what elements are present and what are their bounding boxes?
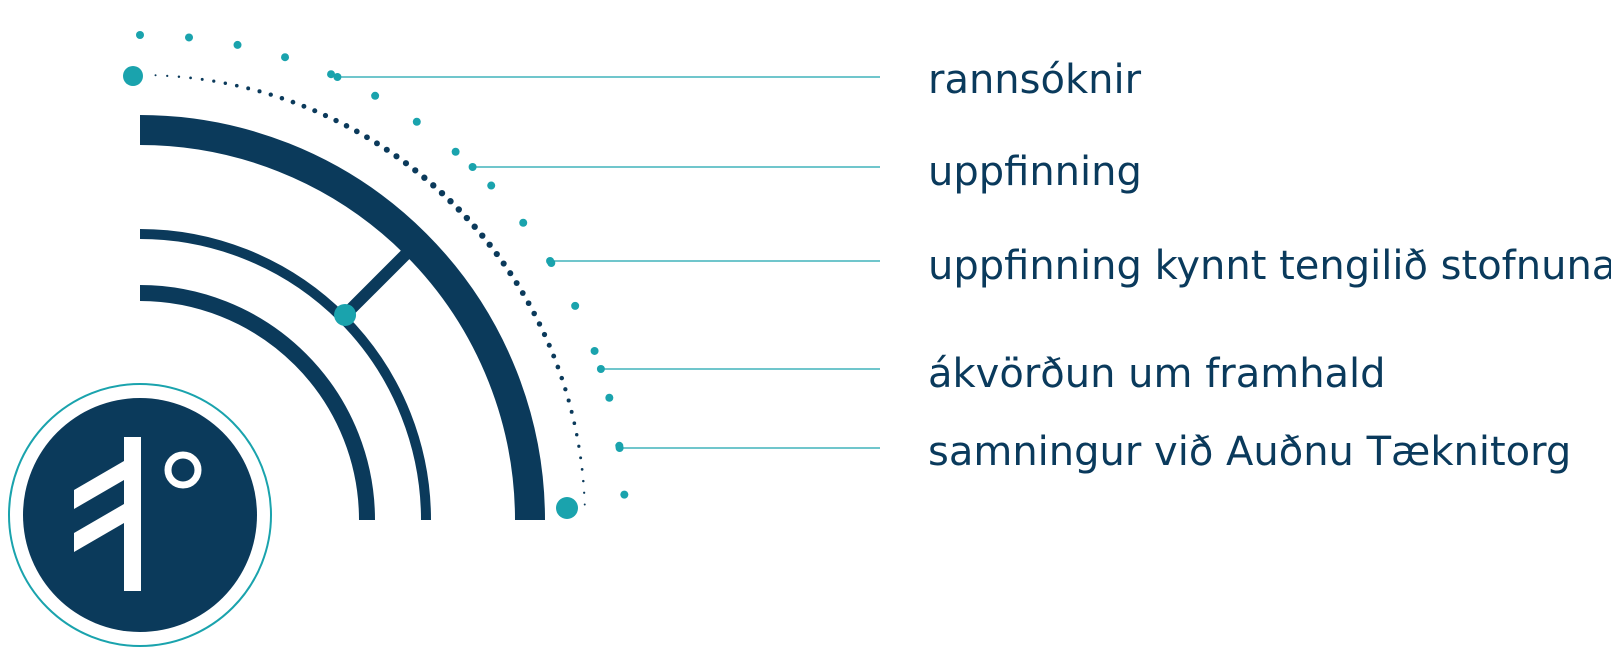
leader-lines [333,73,880,452]
outer-arc-dot [233,40,242,49]
outer-arc-dot [519,218,528,227]
end-node [556,497,578,519]
inner-arc-dot [566,398,571,403]
inner-arc-dot [563,387,568,392]
inner-arc-dot [353,128,360,135]
inner-arc-dot [154,74,157,77]
inner-arc-dot [455,206,462,213]
inner-arc-dot [507,270,514,277]
outer-arc-dot [412,117,421,126]
inner-arc-dot [447,198,454,205]
inner-arc-dot [189,76,192,80]
logo-badge [8,383,272,647]
inner-arc-dot [531,310,537,317]
outer-arc-dot [620,490,629,499]
inner-arc-dot [493,250,500,258]
stage-label-invention: uppfinning [928,149,1142,195]
outer-arc-dot [136,31,144,39]
inner-arc-dot [257,89,262,94]
inner-arc-dot [546,342,552,348]
inner-arc-dot [393,153,400,160]
inner-arc-dot [569,409,574,414]
inner-arc-dot [246,86,251,91]
inner-arc-dot [577,444,581,448]
inner-arc-dot [223,81,228,85]
inner-arc-dot [525,300,532,307]
inner-arc-dot [583,491,586,494]
inner-arc-dot [541,331,548,338]
inner-arc-dot [579,456,583,460]
inner-arc-dot [383,146,390,153]
thick-arc [139,115,545,521]
outer-arc-dot [590,346,599,355]
outer-arc-dot [371,91,380,100]
inner-arc-dot [421,174,428,181]
inner-arc-dot [279,95,285,101]
outer-arc-dot [605,393,614,402]
inner-arc-dot [312,108,318,114]
inner-arc-dot [343,123,350,129]
inner-arc-dot [402,160,410,167]
stage-label-decision: ákvörðun um framhald [928,351,1386,397]
logo-degree-icon [164,451,202,489]
connector-node [334,303,357,326]
inner-arc-dot [583,503,586,506]
leader-anchor-dot [596,365,605,373]
arc-connector [340,243,417,320]
outer-arc-dot [327,70,336,79]
leader-anchor-dot [333,73,342,81]
logo-ring [8,383,272,647]
leader-anchor-dot [546,257,555,265]
inner-arc-dot [412,167,419,174]
inner-arc-dot [500,260,507,267]
inner-arc-dot [301,103,307,109]
start-node [123,66,143,86]
outer-arc-dot [185,33,194,42]
inner-arc-dot [559,375,565,381]
inner-arc-dot [582,479,585,483]
leader-anchor-dot [615,444,624,452]
inner-arc-dot [268,92,273,97]
inner-arc-dot [200,77,204,81]
inner-arc-dot [536,321,543,327]
stage-label-agreement: samningur við Auðnu Tæknitorg [928,429,1572,475]
inner-arc-dot [513,280,520,286]
outer-arc-dot [281,53,290,62]
inner-arc-dot [364,134,370,141]
outer-arc-dot [451,147,460,156]
leader-anchor-dot [468,163,477,171]
inner-arc-dot [463,214,471,222]
inner-arc-dot [290,99,296,105]
inner-arc-dot [486,241,493,248]
inner-arc-dot [333,117,339,124]
inner-arc-dot [166,74,169,77]
inner-arc-dot [374,140,380,147]
inner-arc-dot [438,189,446,197]
inner-arc [139,285,375,521]
inner-arc-dot [519,290,526,296]
inner-arc-dot [212,79,216,83]
inner-arc-dot [575,432,579,437]
inner-arc-dot [177,75,181,78]
inner-arc-dot [234,83,239,88]
inner-arc-dot [572,421,577,426]
logo-mark-icon [74,437,141,591]
inner-dotted-arc [154,74,586,506]
inner-arc-dot [322,112,329,119]
stage-label-research: rannsóknir [928,57,1142,103]
stage-label-disclosure: uppfinning kynnt tengilið stofnunar [928,243,1611,289]
inner-arc-dot [479,232,486,239]
inner-arc-dot [471,223,478,230]
outer-arc-dot [571,301,580,310]
inner-arc-dot [555,364,561,370]
outer-arc-dot [487,181,496,190]
inner-arc-dot [551,353,557,359]
inner-arc-dot [430,182,437,189]
inner-arc-dot [580,468,584,471]
